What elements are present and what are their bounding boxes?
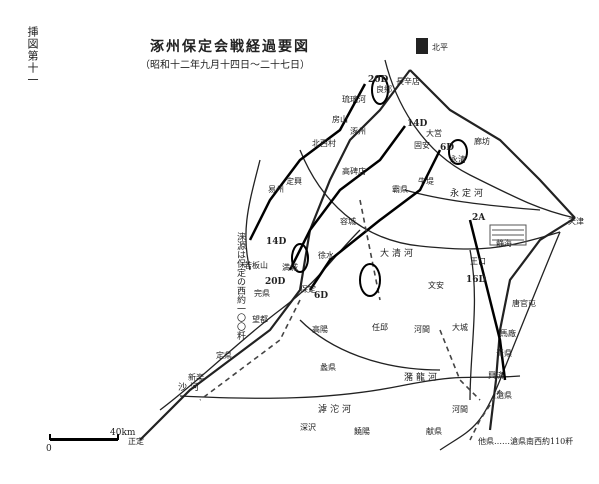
unit-label: 14D [407,119,428,129]
river-label: 潴龍河 [404,373,441,383]
place-label: 静海 [496,239,512,248]
position-oval-2 [448,139,468,165]
river-label: 滹沱河 [318,405,355,415]
river-hutuo [179,375,521,399]
river-ziya [469,249,476,401]
unit-label: 6D [440,143,455,153]
place-label: 琉璃河 [342,95,366,104]
place-label: 高碑店 [342,167,366,176]
arrow-20d-north [248,83,367,241]
place-label: 唐官屯 [512,299,536,308]
place-label: 河間 [414,325,430,334]
position-oval-3 [291,243,309,273]
place-label: 青県 [496,349,512,358]
place-label: 房山 [332,115,348,124]
position-oval-4 [359,263,381,297]
place-label: 易州 [268,185,284,194]
unit-label: 20D [265,277,286,287]
place-label: 深沢 [300,423,316,432]
marsh-area [489,224,527,246]
place-label: 蠡県 [320,363,336,372]
place-label: 保定 [300,285,316,294]
unit-label: 20D [368,75,389,85]
river-label: 永定河 [450,189,487,199]
river-west [245,159,261,271]
place-label: 永清 [450,155,466,164]
unit-label: 6D [314,291,329,301]
place-label: 大営 [426,129,442,138]
bottom-note: 他県……滄県南西約110粁 [478,437,574,446]
place-label: 饒陽 [354,427,370,436]
place-label: 北西村 [312,139,336,148]
place-label: 河間 [452,405,468,414]
figure-label: 挿図第十一 [26,26,39,86]
river-label: 沙河 [178,383,203,393]
river-canal [439,231,561,451]
place-label: 望都 [252,315,268,324]
retreat-line-3 [469,389,501,441]
place-label: 定興 [286,177,302,186]
river-label: 大清河 [380,249,417,259]
place-label: 霸県 [392,185,408,194]
place-label: 完県 [254,289,270,298]
place-label: 馬廠 [500,329,516,338]
rail-link [409,69,576,219]
place-label: 献県 [426,427,442,436]
beijing-city [416,38,428,54]
scale-zero: 0 [46,444,52,454]
place-label: 固安 [414,141,430,150]
place-label: 牛堤 [418,177,434,186]
arrow-14d [288,125,407,271]
place-label: 興済 [488,371,504,380]
rail-jinpu [488,217,576,431]
retreat-line-4 [439,329,481,401]
place-label: 長辛店 [396,77,420,86]
rail-pinghan [139,69,411,441]
place-label: 任邱 [372,323,388,332]
river-zhulong [299,319,441,371]
place-label: 滄県 [496,391,512,400]
place-label: 満城 [282,263,298,272]
place-label: 廊坊 [474,137,490,146]
map-subtitle: （昭和十二年九月十四日～二十七日） [140,60,310,71]
place-label: 新楽 [188,373,204,382]
river-yongding [384,59,576,219]
retreat-line-2 [359,199,381,301]
place-label: 涿州 [350,127,366,136]
unit-label: 2A [472,213,486,223]
position-oval-1 [371,75,389,105]
unit-label: 14D [266,237,287,247]
unit-label: 16D [466,275,487,285]
place-label: 正定 [128,437,144,446]
place-label: 王口 [470,257,486,266]
arrow-2a [468,219,507,381]
place-label: 天津 [568,217,584,226]
scale-end: 40km [110,428,136,438]
place-label: 大城 [452,323,468,332]
retreat-line-1 [199,299,301,401]
place-label: 北平 [432,43,448,52]
place-label: 定県 [216,351,232,360]
place-label: 容城 [340,217,356,226]
place-label: 文安 [428,281,444,290]
place-label: 徐水 [318,251,334,260]
map-title: 涿州保定会戦経過要図 [150,39,310,55]
place-label: 高陽 [312,325,328,334]
place-label: 若板山 [244,261,268,270]
side-note: 涞源は保定の西約一〇〇粁 [235,232,245,340]
place-label: 良郷 [376,85,392,94]
arrow-6d [308,149,442,291]
